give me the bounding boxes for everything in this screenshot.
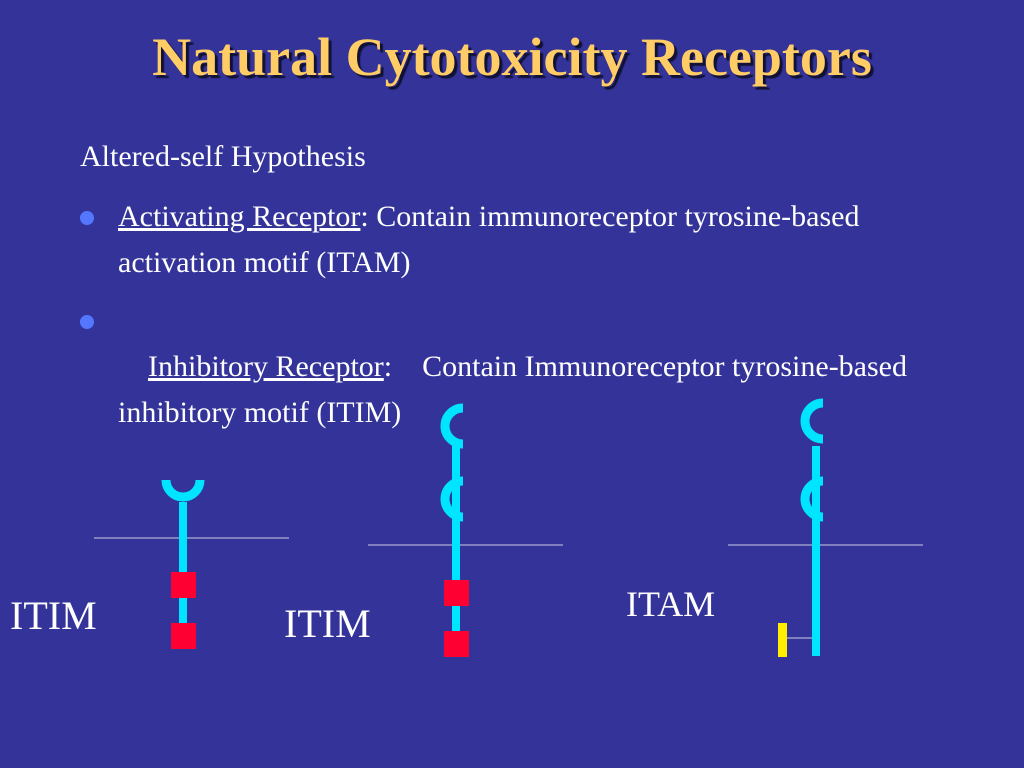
bullet-activating-receptor: Activating Receptor: Contain immunorecep… bbox=[80, 194, 980, 286]
bullet-term: Activating Receptor bbox=[118, 200, 361, 233]
itim-motif bbox=[444, 580, 469, 606]
diagram-label-itim-2: ITIM bbox=[284, 601, 371, 646]
itam-motif bbox=[778, 623, 787, 657]
ig-domain-icon bbox=[800, 476, 824, 522]
bullet-term: Inhibitory Receptor bbox=[148, 350, 384, 383]
ig-domain-icon bbox=[440, 476, 464, 522]
diagram-label-itim-1: ITIM bbox=[10, 593, 97, 638]
ig-domain-icon bbox=[800, 398, 824, 444]
receptor-itim-double bbox=[368, 403, 563, 657]
bullet-colon: : bbox=[383, 350, 393, 383]
receptor-itam bbox=[728, 398, 923, 657]
ig-domain-icon bbox=[440, 403, 464, 449]
bullet-inhibitory-receptor: Inhibitory Receptor: Contain Immunorecep… bbox=[80, 298, 980, 482]
slide-title: Natural Cytotoxicity Receptors bbox=[152, 27, 872, 87]
itim-motif bbox=[171, 572, 196, 598]
ligand-binding-cup-icon bbox=[161, 479, 205, 502]
receptor-stem bbox=[179, 502, 187, 624]
slide-subtitle: Altered-self Hypothesis bbox=[80, 140, 366, 173]
bullet-text: Contain Immunoreceptor tyrosine-based in… bbox=[118, 350, 915, 429]
diagram-label-itam: ITAM bbox=[626, 584, 716, 624]
receptor-stem bbox=[452, 446, 460, 648]
bullet-dot-icon bbox=[80, 315, 94, 329]
bullet-dot-icon bbox=[80, 211, 94, 225]
receptor-stem bbox=[812, 446, 820, 656]
itim-motif bbox=[444, 631, 469, 657]
receptor-itim-single bbox=[94, 479, 289, 649]
itim-motif bbox=[171, 623, 196, 649]
bullet-text: Contain immunoreceptor tyrosine-based ac… bbox=[118, 200, 860, 279]
bullet-colon: : bbox=[360, 200, 369, 233]
